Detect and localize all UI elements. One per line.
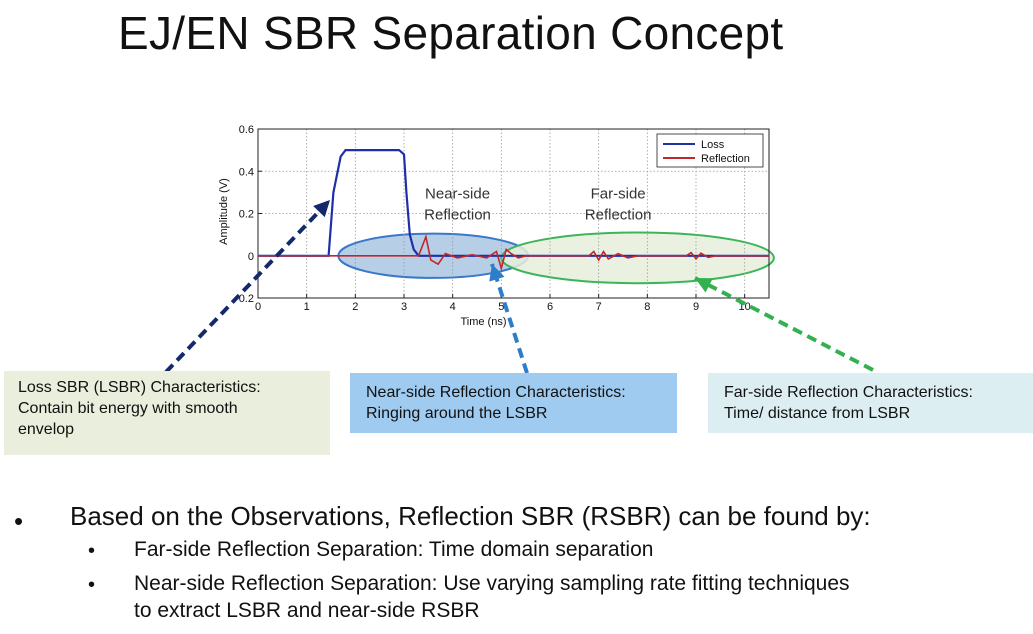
callout-line: Time/ distance from LSBR [724,405,911,422]
x-tick-label: 1 [304,301,310,313]
legend-label: Loss [701,139,725,151]
y-tick-label: 0.4 [239,166,254,178]
callout-line: Ringing around the LSBR [366,405,548,422]
y-tick-label: 0 [248,251,254,263]
x-tick-label: 5 [498,301,504,313]
legend-label: Reflection [701,153,750,165]
loss-arrow-shaft [164,198,332,374]
chart-series [258,149,769,272]
bullet-main: Based on the Observations, Reflection SB… [70,501,871,531]
y-axis-label: Amplitude (V) [218,178,230,245]
x-tick-label: 8 [644,301,650,313]
x-tick-label: 0 [255,301,261,313]
loss-arrow-head [313,200,330,218]
callout-line: Contain bit energy with smooth [18,400,238,417]
near-arrow-head [489,264,505,282]
sub-bullet-near-side: Near-side Reflection Separation: Use var… [134,572,850,595]
chart-annotation-text: Reflection [424,207,491,224]
x-tick-label: 6 [547,301,553,313]
far-side-ellipse [500,231,775,285]
far-arrow-shaft [694,276,874,372]
far-arrow-head [695,278,713,293]
x-tick-label: 2 [352,301,358,313]
near-arrow-shaft [490,263,529,374]
x-axis-label: Time (ns) [460,316,506,328]
loss-sbr-callout: Loss SBR (LSBR) Characteristics: Contain… [4,371,330,455]
callout-line: Near-side Reflection Characteristics: [366,384,626,401]
sub-bullet-near-side-cont: to extract LSBR and near-side RSBR [134,599,480,622]
legend-box [656,133,764,168]
slide-title: EJ/EN SBR Separation Concept [118,7,784,59]
x-tick-label: 3 [401,301,407,313]
near-side-callout: Near-side Reflection Characteristics: Ri… [350,373,677,433]
bullet-dot: • [88,574,96,596]
far-side-callout: Far-side Reflection Characteristics: Tim… [708,373,1033,433]
chart-annotation-text: Near-side [425,186,490,203]
x-tick-label: 9 [693,301,699,313]
sub-bullet-far-side: Far-side Reflection Separation: Time dom… [134,538,654,561]
x-tick-label: 4 [450,301,456,313]
callout-line: Far-side Reflection Characteristics: [724,384,973,401]
chart-annotation-text: Reflection [585,207,652,224]
callout-line: envelop [18,421,75,438]
series-line-loss [258,149,769,257]
chart-annotation-text: Far-side [591,186,646,203]
callout-arrows [164,198,874,374]
callout-line: Loss SBR (LSBR) Characteristics: [18,379,261,396]
x-tick-label: 7 [596,301,602,313]
y-tick-label: 0.6 [239,124,254,136]
series-line-reflection [258,233,769,272]
y-tick-label: 0.2 [239,209,254,221]
bullet-dot: • [14,506,24,536]
bullet-dot: • [88,540,96,562]
